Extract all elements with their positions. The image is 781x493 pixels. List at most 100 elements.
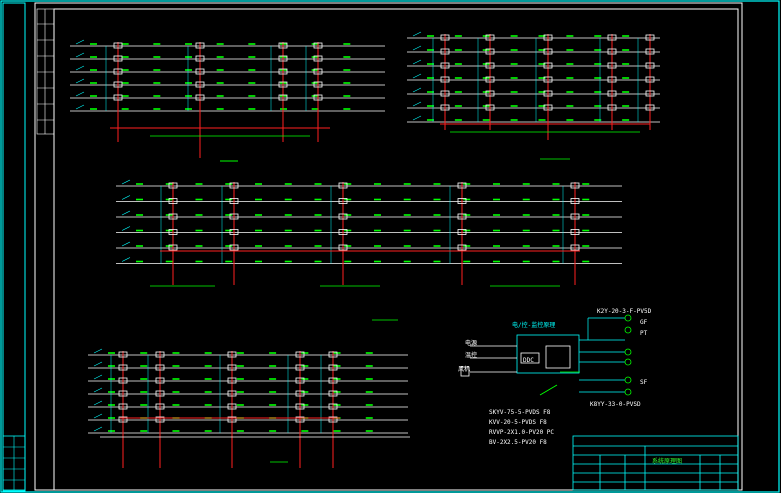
floor-tag: [121, 179, 131, 185]
floor-tag: [412, 115, 422, 121]
floor-tag: [75, 78, 85, 84]
junction-box: [227, 364, 237, 371]
terminal-box: [545, 345, 571, 369]
junction-box: [440, 48, 450, 55]
floor-tag: [121, 210, 131, 216]
control-cabinet: [516, 334, 580, 374]
junction-box: [485, 76, 495, 83]
junction-box: [168, 244, 178, 251]
junction-box: [155, 403, 165, 410]
junction-box: [229, 182, 239, 189]
junction-box: [645, 90, 655, 97]
junction-box: [295, 351, 305, 358]
floor-tag: [412, 59, 422, 65]
floor-tag: [93, 387, 103, 393]
junction-box: [313, 55, 323, 62]
junction-box: [607, 62, 617, 69]
junction-box: [155, 416, 165, 423]
junction-box: [543, 48, 553, 55]
title-block-name: 系统原理图: [652, 458, 683, 465]
floor-tag: [121, 226, 131, 231]
junction-box: [227, 377, 237, 384]
junction-box: [485, 48, 495, 55]
junction-box: [328, 351, 338, 358]
left-binding-strip: [2, 2, 26, 492]
junction-box: [195, 81, 205, 88]
junction-box: [607, 104, 617, 111]
control-input-1: 电源: [465, 340, 478, 347]
junction-box: [570, 213, 580, 220]
junction-box: [168, 229, 178, 235]
junction-box: [570, 244, 580, 251]
junction-box: [645, 76, 655, 83]
control-output-3: PT: [640, 330, 648, 337]
floor-tag: [75, 52, 85, 58]
floor-tag: [121, 195, 131, 200]
junction-box: [295, 403, 305, 410]
controller-label: DDC: [523, 357, 534, 364]
controller-box: [520, 352, 540, 364]
junction-box: [328, 416, 338, 423]
floor-tag: [93, 374, 103, 380]
junction-box: [457, 229, 467, 235]
junction-box: [645, 104, 655, 111]
junction-box: [328, 364, 338, 371]
junction-box: [338, 229, 348, 235]
floor-tag: [75, 91, 85, 97]
junction-box: [118, 364, 128, 371]
floor-tag: [93, 348, 103, 354]
cable-note-3: RVVP-2X1.0-PV20 PC: [489, 429, 555, 436]
junction-box: [155, 390, 165, 397]
junction-box: [118, 377, 128, 384]
junction-box: [278, 68, 288, 75]
riser-diagram-c: [116, 179, 622, 285]
junction-box: [278, 42, 288, 49]
junction-box: [440, 76, 450, 83]
junction-box: [457, 244, 467, 251]
junction-box: [457, 198, 467, 204]
junction-box: [195, 55, 205, 62]
junction-box: [485, 34, 495, 41]
cable-note-4: BV-2X2.5-PV20 F8: [489, 439, 547, 446]
junction-box: [195, 42, 205, 49]
input-device: [460, 366, 470, 377]
floor-tag: [75, 104, 85, 110]
floor-tag: [121, 257, 131, 262]
junction-box: [645, 34, 655, 41]
junction-box: [168, 213, 178, 220]
junction-box: [227, 416, 237, 423]
junction-box: [543, 90, 553, 97]
floor-tag: [121, 241, 131, 247]
junction-box: [295, 377, 305, 384]
junction-box: [485, 90, 495, 97]
floor-tag: [93, 426, 103, 432]
junction-box: [118, 351, 128, 358]
junction-box: [485, 104, 495, 111]
revision-table: [36, 8, 55, 135]
junction-box: [607, 34, 617, 41]
junction-box: [229, 198, 239, 204]
cable-note-1: SKYV-75-5-PVDS F8: [489, 409, 551, 416]
floor-tag: [412, 73, 422, 79]
drawing-frame: [53, 8, 739, 491]
junction-box: [195, 68, 205, 75]
junction-box: [313, 94, 323, 101]
junction-box: [229, 244, 239, 251]
floor-tag: [412, 87, 422, 93]
junction-box: [543, 76, 553, 83]
floor-tag: [75, 39, 85, 45]
junction-box: [440, 62, 450, 69]
sensor-node: [624, 358, 632, 366]
sensor-node: [624, 388, 632, 396]
control-output-5: K8YY-33-0-PVSD: [590, 401, 641, 408]
junction-box: [338, 244, 348, 251]
junction-box: [113, 81, 123, 88]
junction-box: [113, 68, 123, 75]
junction-box: [485, 62, 495, 69]
riser-diagram-d: [88, 348, 408, 468]
junction-box: [607, 48, 617, 55]
junction-box: [313, 81, 323, 88]
control-output-2: GF: [640, 319, 648, 326]
floor-tag: [412, 101, 422, 107]
